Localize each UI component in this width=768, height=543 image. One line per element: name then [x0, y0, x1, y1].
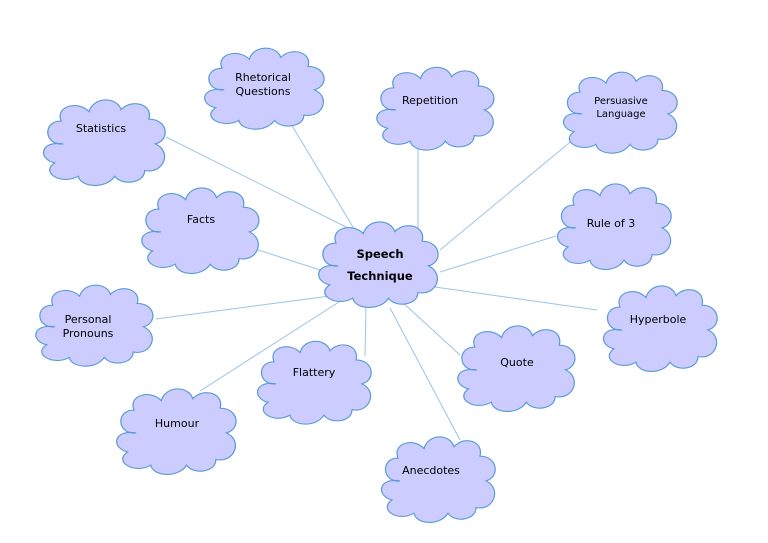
cloud-humour: [116, 388, 237, 476]
node-label-anecdotes: Anecdotes: [402, 464, 460, 478]
connector-facts: [245, 245, 321, 271]
node-label-rhetorical-questions-line-1: Rhetorical: [235, 71, 291, 84]
node-label-humour-text: Humour: [154, 417, 200, 430]
connector-flattery: [364, 304, 367, 357]
node-label-persuasive-language: Persuasive Language: [594, 95, 648, 121]
cloud-statistics: [42, 99, 166, 187]
node-label-flattery: Flattery: [293, 366, 336, 380]
cloud-flattery: [256, 340, 372, 425]
connector-persuasive-language: [439, 137, 576, 251]
node-label-rule-of-3: Rule of 3: [587, 217, 636, 231]
connector-quote: [399, 299, 461, 356]
node-label-personal-pronouns-line-1: Personal: [64, 313, 112, 326]
cloud-facts: [141, 187, 260, 275]
node-label-flattery-text: Flattery: [292, 366, 336, 379]
node-label-hyperbole: Hyperbole: [630, 313, 687, 327]
node-label-quote: Quote: [500, 356, 533, 370]
node-label-personal-pronouns-line-2: Pronouns: [62, 327, 114, 340]
node-label-facts: Facts: [187, 213, 215, 227]
cloud-hyperbole: [602, 285, 718, 373]
connector-personal-pronouns: [155, 295, 331, 320]
center-label-speech-technique: Speech Technique: [347, 243, 412, 287]
cloud-repetition: [376, 66, 495, 151]
node-label-personal-pronouns: Personal Pronouns: [63, 313, 114, 341]
node-label-anecdotes-text: Anecdotes: [402, 464, 460, 477]
node-label-statistics: Statistics: [76, 122, 126, 136]
connector-hyperbole: [427, 285, 598, 311]
node-label-hyperbole-text: Hyperbole: [629, 313, 687, 326]
node-label-humour: Humour: [155, 417, 199, 431]
connector-anecdotes: [389, 307, 461, 441]
node-label-rhetorical-questions-line-2: Questions: [235, 85, 291, 98]
node-label-rhetorical-questions: Rhetorical Questions: [235, 71, 291, 99]
node-label-quote-text: Quote: [500, 356, 534, 369]
center-label-line-2: Technique: [347, 269, 413, 283]
center-label-line-1: Speech: [356, 247, 404, 261]
connector-statistics: [165, 136, 357, 233]
node-label-repetition-text: Repetition: [401, 94, 459, 107]
node-label-persuasive-language-line-1: Persuasive: [594, 96, 648, 107]
connector-rule-of-3: [439, 235, 557, 273]
node-label-statistics-text: Statistics: [75, 122, 127, 135]
node-label-facts-text: Facts: [186, 213, 216, 226]
cloud-anecdotes: [380, 436, 496, 524]
node-label-rule-of-3-text: Rule of 3: [586, 217, 636, 230]
connector-lines: [155, 118, 598, 441]
node-label-persuasive-language-line-2: Language: [596, 109, 646, 120]
connector-humour: [199, 299, 343, 392]
connector-rhetorical-questions: [287, 118, 357, 233]
node-label-repetition: Repetition: [402, 94, 458, 108]
